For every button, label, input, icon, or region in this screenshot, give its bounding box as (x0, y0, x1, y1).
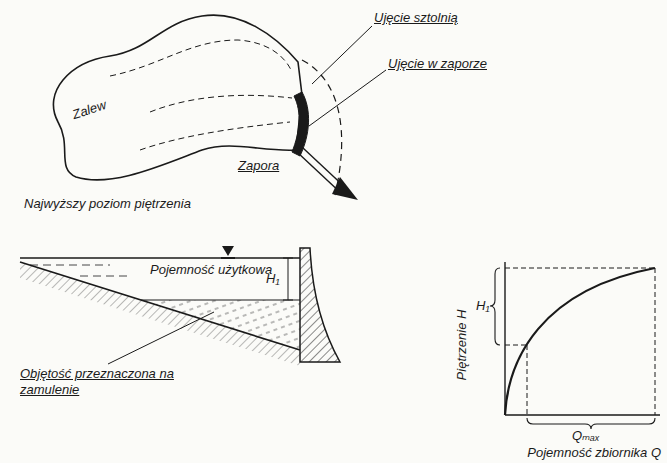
silt-label: Objętość przeznaczona na zamulenie (20, 366, 200, 398)
plan-view (53, 15, 386, 200)
axis-value: Qₘₐₓ (572, 428, 600, 444)
intake-label: Ujęcie sztolnią (374, 10, 458, 26)
storage-label: Pojemność użytkowa (150, 262, 272, 278)
axis-label: Piętrzenie H (454, 310, 470, 381)
water-level-label: Najwyższy poziom piętrzenia (24, 196, 194, 212)
dam-plan (292, 92, 309, 156)
dimension-label: H₁ (476, 298, 490, 314)
dimension-label: H₁ (266, 271, 280, 287)
axis-label: Pojemność zbiornika Q (527, 445, 661, 461)
intake-label: Ujęcie w zaporze (388, 56, 487, 72)
reservoir-label: Zalew (70, 97, 108, 123)
cross-section (20, 246, 340, 366)
dam-label: Zapora (238, 158, 279, 174)
dam-section (300, 248, 340, 362)
leader-line (312, 26, 372, 84)
leader-line (309, 70, 386, 126)
leader-line (108, 312, 214, 364)
capacity-graph (490, 262, 660, 429)
